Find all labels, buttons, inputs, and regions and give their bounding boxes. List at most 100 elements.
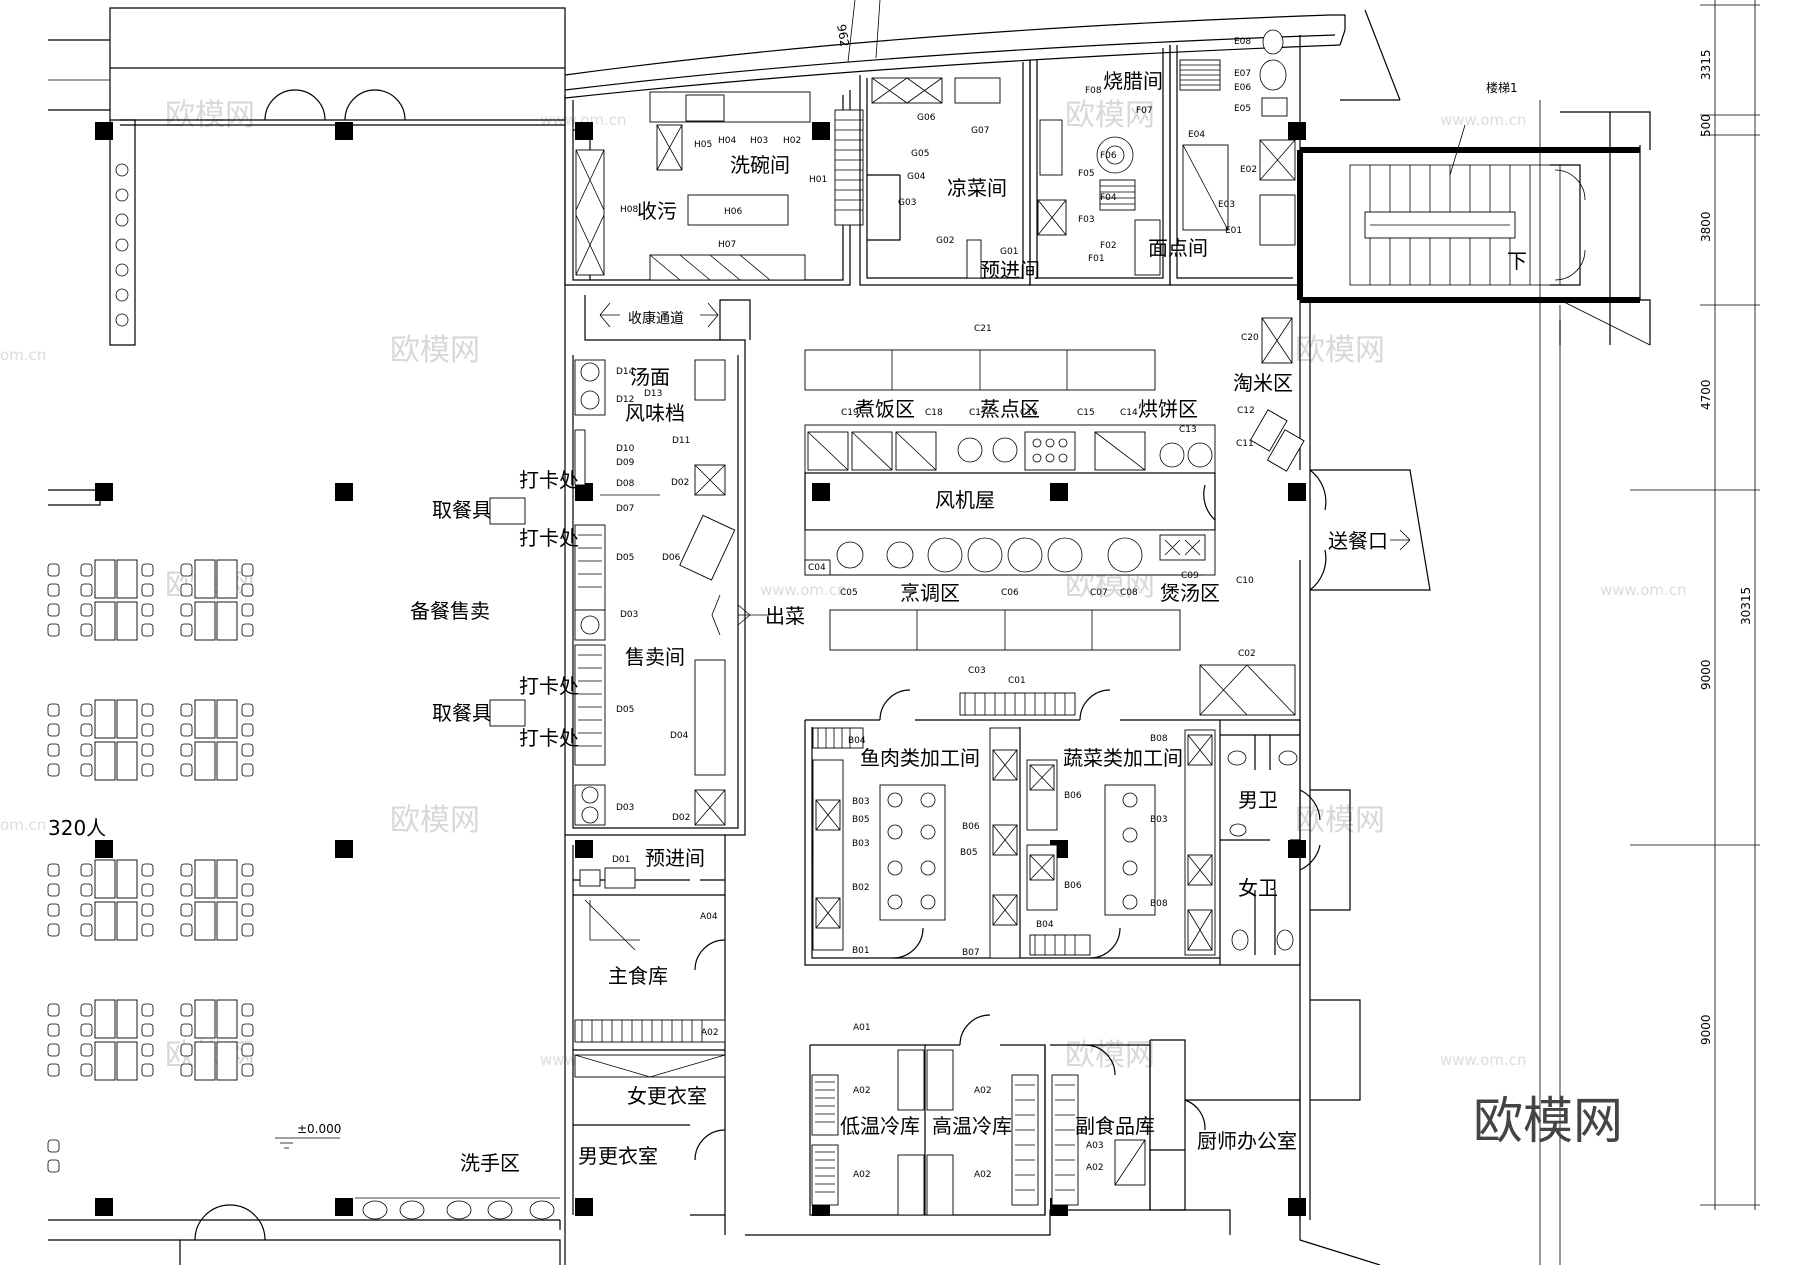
room-label-waste: 收污 — [637, 199, 677, 223]
equipment-code: G03 — [898, 198, 916, 208]
equipment-code: C12 — [1237, 406, 1255, 416]
building-walls: 962 — [48, 0, 1401, 1265]
watermark-text: 欧模网 — [1295, 333, 1385, 368]
watermark-url: www.om.cn — [1440, 1051, 1527, 1069]
chair — [141, 1063, 154, 1077]
equipment-code: A02 — [974, 1086, 992, 1096]
label-tableware: 取餐具 — [432, 498, 492, 522]
equipment-code: A01 — [853, 1023, 871, 1033]
chair — [180, 603, 193, 617]
equipment-code: G01 — [1000, 247, 1018, 257]
equipment-code: B04 — [848, 736, 866, 746]
dining-table — [116, 601, 138, 641]
chair — [141, 923, 154, 937]
chair — [141, 703, 154, 717]
dining-table — [216, 741, 238, 781]
equipment-code: B06 — [1064, 791, 1082, 801]
equipment-code: B03 — [1150, 815, 1168, 825]
dining-table — [116, 741, 138, 781]
chef-office: 厨师办公室 — [1149, 999, 1381, 1265]
dining-table — [94, 699, 116, 739]
chair — [47, 583, 60, 597]
chair — [80, 923, 93, 937]
equipment-code: A02 — [1086, 1163, 1104, 1173]
dimension-label: 9000 — [1699, 1014, 1713, 1045]
room-label-pastry: 面点间 — [1148, 236, 1208, 260]
room-label-women-locker: 女更衣室 — [627, 1084, 707, 1108]
dining-tables — [47, 559, 254, 1173]
equipment-code: A02 — [853, 1086, 871, 1096]
chair — [80, 563, 93, 577]
equipment-code: D09 — [616, 458, 635, 468]
watermark-text: 欧模网 — [165, 98, 255, 133]
equipment-code: D08 — [616, 479, 635, 489]
equipment-code-labels: H08 H05 H04 H03 H02 H01 H06 H07 G06 G07 … — [612, 37, 1259, 1180]
top-rooms: 洗碗间 收污 凉菜间 预进间 烧腊间 面点间 — [564, 29, 1301, 286]
equipment-code: H03 — [750, 136, 768, 146]
room-label-sale-room: 售卖间 — [625, 645, 685, 669]
equipment-code: H02 — [783, 136, 801, 146]
dining-table — [194, 601, 216, 641]
watermark-url: om.cn — [0, 346, 46, 364]
dining-table — [94, 559, 116, 599]
hand-wash-basins — [355, 1197, 560, 1220]
dining-hall-labels: 备餐售卖 320人 洗手区 ±0.000 — [48, 163, 560, 1220]
dimension-label: 3315 — [1699, 49, 1713, 80]
equipment-code: H06 — [724, 207, 742, 217]
chair — [141, 623, 154, 637]
equipment-code: F01 — [1088, 254, 1105, 264]
room-label-hand-wash: 洗手区 — [460, 1151, 520, 1175]
equipment-code: B06 — [962, 822, 980, 832]
equipment-code: E08 — [1234, 37, 1251, 47]
equipment-code: C10 — [1236, 576, 1254, 586]
chair — [80, 623, 93, 637]
chair — [80, 583, 93, 597]
chair — [141, 883, 154, 897]
dimension-label: 4700 — [1699, 379, 1713, 410]
room-label-prep-sale: 备餐售卖 — [410, 599, 490, 623]
chair — [47, 563, 60, 577]
chair — [141, 563, 154, 577]
chair — [141, 1023, 154, 1037]
chair — [47, 923, 60, 937]
equipment-code: B01 — [852, 946, 870, 956]
equipment-code: B06 — [1064, 881, 1082, 891]
room-label-cold-dish: 凉菜间 — [947, 176, 1007, 200]
chair — [241, 723, 254, 737]
equipment-code: D05 — [616, 553, 634, 563]
equipment-code: D13 — [644, 389, 662, 399]
room-label-soup-noodle: 汤面 — [630, 365, 670, 389]
chair — [241, 563, 254, 577]
chair — [80, 883, 93, 897]
zone-label-rice-rinse: 淘米区 — [1233, 371, 1293, 395]
dining-table — [94, 999, 116, 1039]
equipment-code: D12 — [616, 395, 634, 405]
equipment-code: C21 — [974, 324, 992, 334]
equipment-code: H08 — [620, 205, 638, 215]
storage-lockers: 主食库 女更衣室 男更衣室 预进间 — [564, 835, 726, 1235]
room-label-meat-fish: 鱼肉类加工间 — [860, 746, 980, 770]
equipment-code: D04 — [670, 731, 689, 741]
chair — [47, 883, 60, 897]
chair — [141, 583, 154, 597]
stair-label: 楼梯1 — [1486, 80, 1518, 95]
dining-table — [216, 699, 238, 739]
equipment-code: A04 — [700, 912, 718, 922]
watermark-text: 欧模网 — [1295, 803, 1385, 838]
equipment-code: G02 — [936, 236, 954, 246]
chair — [241, 1043, 254, 1057]
chair — [80, 1003, 93, 1017]
chair — [241, 603, 254, 617]
dining-table — [94, 741, 116, 781]
label-clock-in: 打卡处 — [519, 526, 579, 550]
stair-down-label: 下 — [1507, 249, 1527, 273]
equipment-code: D11 — [672, 436, 690, 446]
watermark-text: 欧模网 — [390, 333, 480, 368]
chair — [80, 1043, 93, 1057]
equipment-code: G06 — [917, 113, 936, 123]
dining-table — [216, 1041, 238, 1081]
chair — [241, 903, 254, 917]
chair — [141, 903, 154, 917]
dining-table — [194, 699, 216, 739]
equipment-code: C06 — [1001, 588, 1019, 598]
